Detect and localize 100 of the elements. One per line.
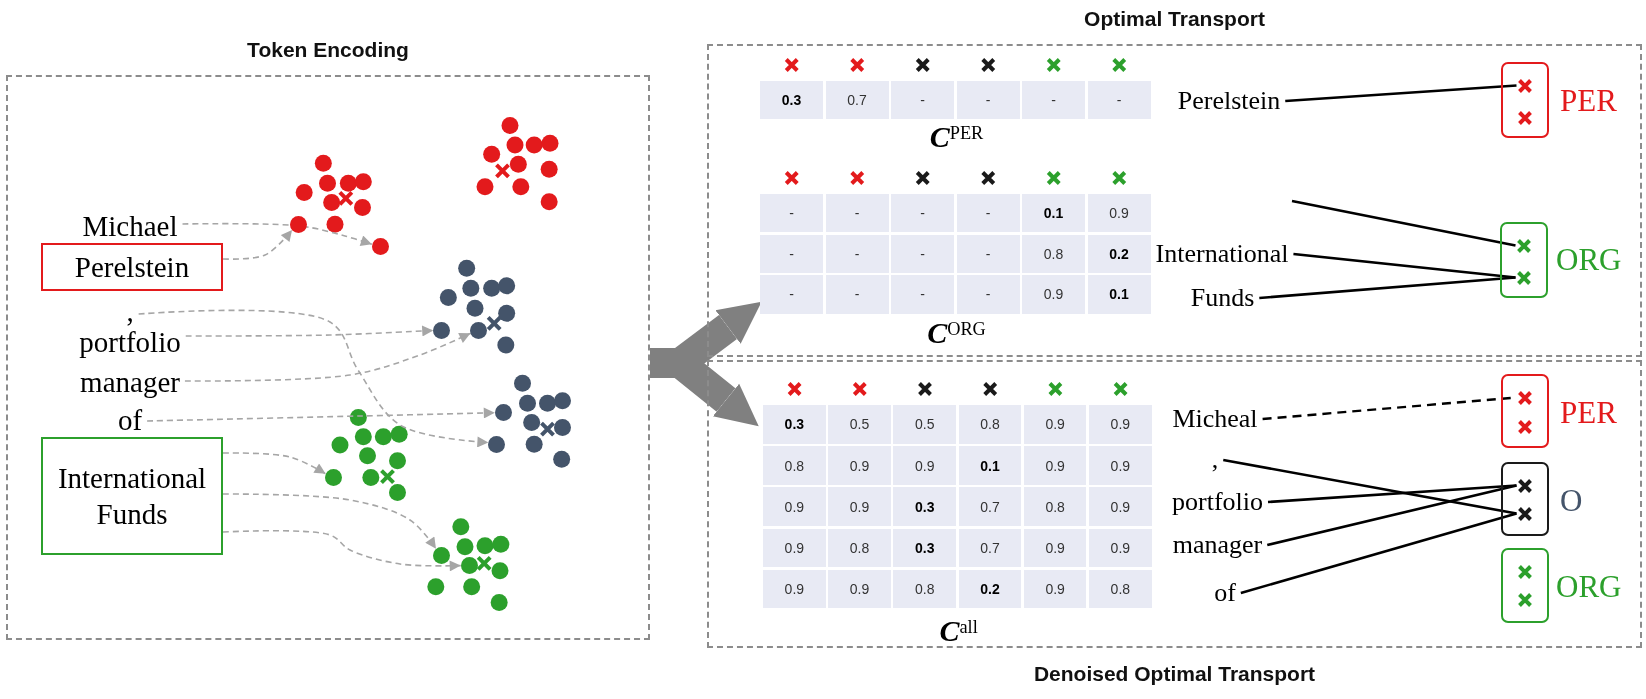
matrix-cell: 0.9 — [763, 528, 826, 568]
matrix-cell: 0.8 — [1022, 234, 1085, 273]
cross-icon — [1516, 77, 1533, 94]
matching-line — [1291, 199, 1516, 247]
class-label: ORG — [1556, 243, 1622, 277]
panel-title: Token Encoding — [246, 38, 410, 62]
panel-title: Optimal Transport — [1083, 7, 1266, 31]
matrix-cell: 0.1 — [958, 446, 1022, 485]
matrix-cell: - — [760, 275, 823, 314]
arrow — [222, 493, 437, 550]
class-label: O — [1560, 484, 1583, 518]
class-label: PER — [1560, 396, 1617, 430]
data-point — [433, 546, 451, 564]
matrix-cell: 0.9 — [1087, 194, 1151, 233]
matrix-cell: 0.9 — [828, 487, 891, 527]
matrix-cell: 0.9 — [1023, 528, 1087, 568]
matrix-cell: 0.9 — [1089, 405, 1152, 444]
data-point — [289, 215, 307, 233]
matching-line — [1266, 484, 1517, 547]
matrix-cell: 0.8 — [893, 569, 957, 609]
matrix-cell: 0.9 — [763, 487, 826, 527]
matching-line — [1240, 512, 1517, 595]
class-label: ORG — [1556, 570, 1622, 604]
cross-icon — [1516, 563, 1533, 580]
matrix-cell: 0.9 — [828, 446, 891, 485]
cross-icon — [1516, 418, 1533, 435]
token-text: of — [1214, 578, 1236, 608]
cross-icon — [1515, 237, 1532, 254]
matrix-cell: 0.7 — [958, 528, 1022, 568]
matrix-cell: - — [956, 81, 1020, 119]
class-label: PER — [1560, 84, 1617, 118]
matching-line — [1285, 84, 1517, 103]
matrix-cell: - — [891, 234, 954, 273]
cross-icon — [1516, 505, 1533, 522]
cross-icon — [1516, 109, 1533, 126]
matrix-cell: - — [956, 234, 1020, 273]
token-text: , — [126, 295, 134, 329]
matrix-cell: - — [825, 194, 889, 233]
matrix-cell: 0.3 — [760, 81, 823, 119]
matrix-cell: 0.3 — [893, 487, 957, 527]
matrix-cell: 0.9 — [828, 569, 891, 609]
panel-title: Denoised Optimal Transport — [1032, 662, 1317, 686]
matrix-cell: - — [956, 194, 1020, 233]
data-point — [488, 435, 506, 453]
arrow — [222, 452, 327, 475]
matrix-cell: - — [825, 275, 889, 314]
cross-icon — [1515, 269, 1532, 286]
token-text: portfolio — [79, 326, 181, 360]
matrix-cell: - — [956, 275, 1020, 314]
matrix-cell: 0.7 — [825, 81, 889, 119]
matrix-cell: 0.8 — [958, 405, 1022, 444]
matching-line — [1259, 276, 1516, 300]
token-text: Michael — [82, 210, 178, 244]
matching-line — [1223, 458, 1517, 515]
token-text: Perelstein — [1177, 86, 1281, 116]
matrix-cell: 0.9 — [1023, 569, 1087, 609]
data-point — [433, 321, 451, 339]
data-point — [324, 469, 342, 486]
arrow — [222, 529, 462, 572]
matrix-cell: - — [760, 194, 823, 233]
matrix-cell: 0.1 — [1087, 275, 1151, 314]
highlighted-token-box: International Funds — [41, 437, 223, 555]
matrix-label: C$^{PER}$ — [929, 122, 984, 152]
matrix-cell: 0.9 — [1022, 275, 1085, 314]
class-box — [1501, 374, 1549, 448]
highlighted-token-box: Perelstein — [41, 243, 223, 291]
matrix-cell: 0.2 — [958, 569, 1022, 609]
class-box — [1501, 62, 1549, 138]
data-point — [371, 238, 389, 256]
arrow — [184, 325, 434, 337]
data-point — [460, 557, 478, 575]
matrix-cell: 0.3 — [893, 528, 957, 568]
matrix-cell: 0.8 — [828, 528, 891, 568]
matrix-cell: 0.3 — [763, 405, 826, 444]
matrix-cell: - — [825, 234, 889, 273]
matrix-label: C$^{ORG}$ — [927, 318, 986, 348]
token-text: , — [1211, 445, 1219, 475]
class-box — [1501, 462, 1549, 536]
arrow — [137, 309, 490, 448]
matrix-cell: 0.5 — [828, 405, 891, 444]
matrix-cell: - — [1087, 81, 1151, 119]
matching-line — [1267, 484, 1517, 504]
matrix-cell: 0.9 — [1023, 446, 1087, 485]
matrix-cell: 0.9 — [1023, 405, 1087, 444]
matrix-cell: - — [891, 81, 954, 119]
matrix-cell: 0.8 — [1089, 569, 1152, 609]
cross-icon — [1516, 477, 1533, 494]
matrix-cell: - — [760, 234, 823, 273]
cross-icon — [1516, 389, 1533, 406]
matching-line — [1293, 252, 1516, 279]
arrow — [222, 229, 293, 260]
matrix-cell: - — [891, 275, 954, 314]
matrix-cell: 0.9 — [763, 569, 826, 609]
token-text: Micheal — [1172, 404, 1258, 434]
cross-icon — [1516, 591, 1533, 608]
data-point — [494, 404, 512, 421]
arrow — [181, 222, 373, 246]
matrix-cell: 0.7 — [958, 487, 1022, 527]
matrix-cell: 0.8 — [763, 446, 826, 485]
class-box — [1500, 222, 1548, 298]
